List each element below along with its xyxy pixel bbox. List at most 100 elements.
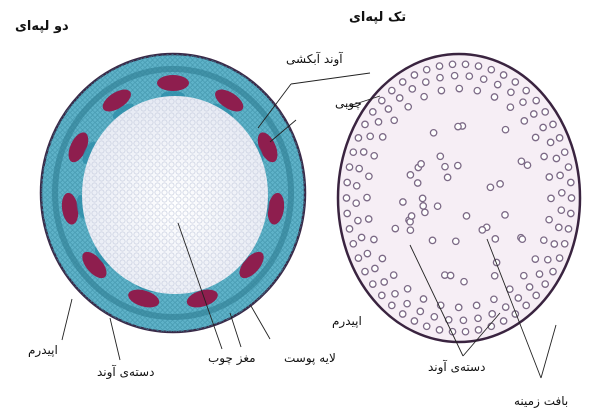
monocot-bundle [418,161,424,167]
monocot-bundle [545,257,551,263]
monocot-bundle [346,164,352,170]
leader-bundle-dicot [110,318,120,360]
monocot-bundle [479,227,485,233]
dicot-bundle [157,75,189,91]
monocot-bundle [411,318,417,324]
monocot-bundle [364,194,370,200]
monocot-bundle [502,127,508,133]
monocot-bundle [550,121,556,127]
monocot-bundle [356,165,362,171]
monocot-bundle [532,256,538,262]
monocot-bundle [455,123,461,129]
leader-cortex-b [251,306,270,339]
monocot-bundle [408,213,414,219]
monocot-bundle [436,327,442,333]
monocot-bundle [519,236,525,242]
monocot-bundle [473,302,479,308]
label-phloem: آوند آبکشی [286,52,343,66]
monocot-bundle [460,317,466,323]
monocot-bundle [444,174,450,180]
monocot-bundle [475,63,481,69]
dicot-pith-cells [82,96,268,294]
monocot-bundle [420,203,426,209]
monocot-bundle [451,73,457,79]
monocot-bundle [343,195,349,201]
monocot-bundle [355,255,361,261]
monocot-bundle [508,89,514,95]
monocot-bundle [520,99,526,105]
monocot-bundle [546,217,552,223]
monocot-bundle [562,241,568,247]
monocot-bundle [391,117,397,123]
monocot-bundle [533,97,539,103]
monocot-bundle [557,172,563,178]
monocot-bundle [424,323,430,329]
monocot-bundle [536,271,542,277]
monocot-bundle [568,195,574,201]
monocot-bundle [372,265,378,271]
monocot-bundle [438,87,444,93]
monocot-bundle [354,183,360,189]
monocot-bundle [533,292,539,298]
monocot-bundle [404,286,410,292]
monocot-bundle [431,314,437,320]
monocot-bundle [411,72,417,78]
monocot-bundle [507,104,513,110]
monocot-bundle [430,130,436,136]
monocot-bundle [423,79,429,85]
monocot-bundle [542,281,548,287]
monocot-bundle [379,255,385,261]
monocot-bundle [380,134,386,140]
monocot-bundle [503,304,509,310]
monocot-bundle [548,195,554,201]
monocot-bundle [532,134,538,140]
monocot-bundle [551,241,557,247]
monocot-bundle [556,135,562,141]
monocot-bundle [355,217,361,223]
monocot-bundle [389,302,395,308]
monocot-bundle [420,296,426,302]
monocot-bundle [547,139,553,145]
monocot-bundle [361,149,367,155]
monocot-bundle [400,199,406,205]
monocot-bundle [558,207,564,213]
leader-epidermis-dicot [62,299,72,340]
monocot-bundle [541,153,547,159]
monocot-bundle [350,241,356,247]
monocot-bundle [453,238,459,244]
monocot-bundle [436,63,442,69]
monocot-bundle [553,155,559,161]
monocot-bundle [437,153,443,159]
monocot-bundle [370,109,376,115]
monocot-bundle [512,79,518,85]
monocot-epidermis-ring [338,54,580,342]
monocot-bundle [481,76,487,82]
monocot-bundle [556,224,562,230]
monocot-bundle [491,296,497,302]
label-ground-tissue: بافت زمینه [514,394,568,408]
monocot-bundle [559,190,565,196]
monocot-bundle [540,124,546,130]
monocot-bundle [407,227,413,233]
monocot-bundle [409,86,415,92]
leader-phloem-mono [291,73,370,84]
monocot-bundle [355,135,361,141]
monocot-bundle [422,209,428,215]
monocot-bundle [568,179,574,185]
monocot-bundle [371,153,377,159]
monocot-bundle [344,179,350,185]
monocot-bundle [346,226,352,232]
monocot-bundle [400,311,406,317]
leader-cortex-a [230,313,241,347]
monocot-bundle [521,273,527,279]
monocot-bundle [397,95,403,101]
monocot-bundle [487,184,493,190]
monocot-bundle [466,73,472,79]
monocot-bundle [375,119,381,125]
monocot-bundle [475,315,481,321]
monocot-bundle [362,268,368,274]
monocot-bundle [392,225,398,231]
monocot-bundle [491,94,497,100]
monocot-bundle [542,109,548,115]
